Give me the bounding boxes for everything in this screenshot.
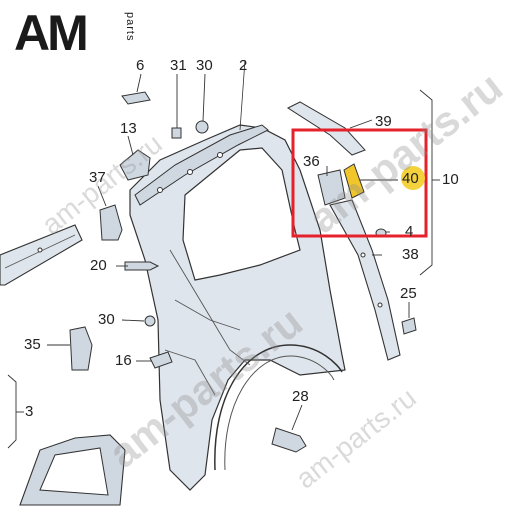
wedge-40-part <box>343 163 365 199</box>
bracket-13-part <box>119 149 151 181</box>
callout-36: 36 <box>303 153 320 170</box>
window-opening <box>182 147 301 281</box>
callout-35: 35 <box>24 336 41 353</box>
callout-13: 13 <box>120 120 137 137</box>
bolt-20-part <box>124 261 160 271</box>
plug-30a-part <box>195 120 209 134</box>
callout-6: 6 <box>136 57 145 74</box>
sill-part <box>0 224 83 286</box>
am-parts-logo: AM parts <box>14 5 144 61</box>
callout-4: 4 <box>405 223 414 240</box>
callout-16: 16 <box>115 352 132 369</box>
highlight-box <box>291 128 428 238</box>
pillar-strip-part <box>329 199 401 361</box>
bracket-37-part <box>99 204 123 241</box>
callout-25: 25 <box>400 285 417 302</box>
callout-40-badge <box>401 166 425 190</box>
callout-37: 37 <box>89 169 106 186</box>
callout-20: 20 <box>90 257 107 274</box>
logo-parts-text: parts <box>124 12 136 42</box>
clip-31-part <box>171 127 182 139</box>
roof-rail-part <box>134 124 269 206</box>
clip-16-part <box>149 351 173 369</box>
wheel-arch <box>214 344 343 471</box>
logo-am-text: AM <box>14 5 89 61</box>
plug-30b-part <box>144 315 156 327</box>
screw-25-part <box>401 317 417 335</box>
callout-30-mid: 30 <box>98 311 115 328</box>
bracket-6-part <box>121 91 151 105</box>
callout-38: 38 <box>402 246 419 263</box>
callout-40: 40 <box>402 170 419 187</box>
stud-28-part <box>271 427 307 453</box>
callout-31: 31 <box>170 57 187 74</box>
bracket-35-part <box>69 326 93 371</box>
callout-2: 2 <box>239 57 248 74</box>
callout-30-top: 30 <box>196 57 213 74</box>
callout-10: 10 <box>442 171 459 188</box>
callout-39: 39 <box>375 113 392 130</box>
plate-36-part <box>317 169 346 206</box>
callout-3: 3 <box>25 403 34 420</box>
callout-28: 28 <box>292 388 309 405</box>
